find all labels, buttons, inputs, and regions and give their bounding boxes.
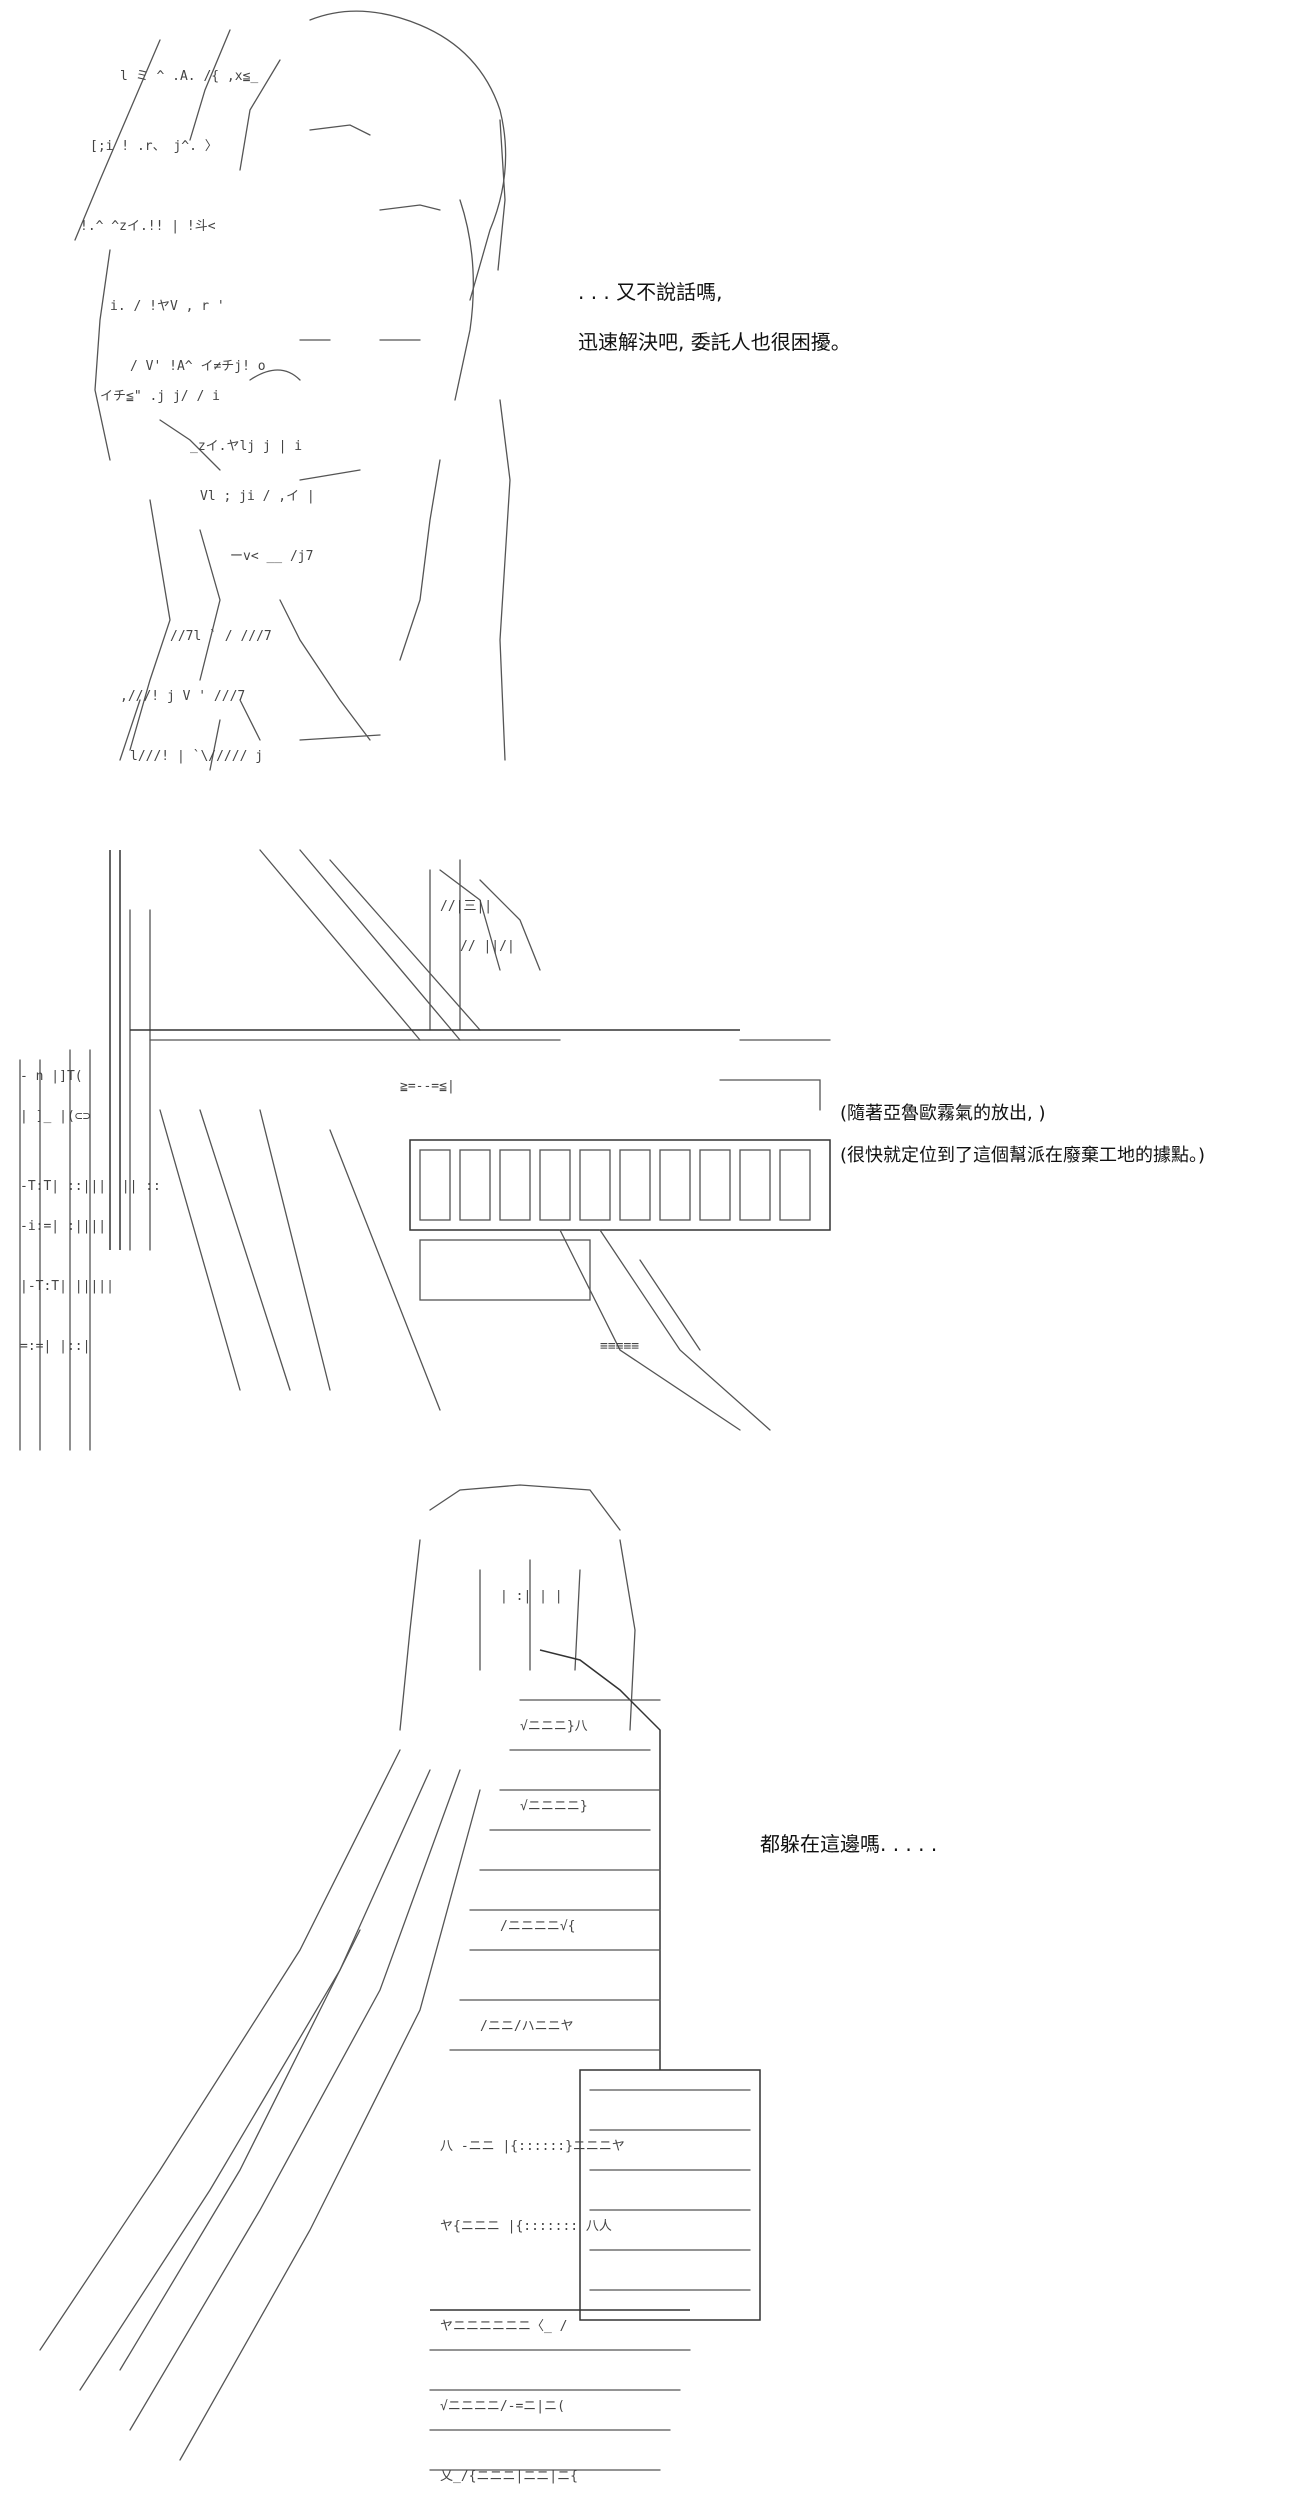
svg-text:!.^ ^zイ.!! | !斗<: !.^ ^zイ.!! | !斗<	[80, 219, 216, 234]
panel-1: l ミ ^ .A. /{ ,x≦_ [;i ! .r、 j^. 〉 !.^ ^z…	[0, 0, 1300, 790]
svg-text:i. / !ヤV , r ': i. / !ヤV , r '	[110, 299, 225, 314]
svg-text:ヤニニニニニニ〈_ /: ヤニニニニニニ〈_ /	[440, 2319, 567, 2334]
svg-text:,///! j V ' ///7: ,///! j V ' ///7	[120, 689, 245, 704]
svg-text:ヤ{ニニニ |{::::::: 八人: ヤ{ニニニ |{::::::: 八人	[440, 2219, 612, 2234]
svg-text:[;i ! .r、 j^. 〉: [;i ! .r、 j^. 〉	[90, 139, 218, 154]
svg-text:八 -ニニ |{::::::}ニニニヤ: 八 -ニニ |{::::::}ニニニヤ	[440, 2139, 625, 2154]
svg-text:-T:T| ::|||| || ::: -T:T| ::|||| || ::	[20, 1179, 161, 1194]
svg-text:- n |]T(: - n |]T(	[20, 1069, 83, 1084]
svg-text:l///! | `\///// j: l///! | `\///// j	[130, 749, 263, 764]
svg-text://|三||: //|三||	[440, 899, 492, 914]
svg-text:√ニニニ}八: √ニニニ}八	[520, 1719, 588, 1734]
svg-text:乂_/{ニニニ|ニニ|ニ{: 乂_/{ニニニ|ニニ|ニ{	[440, 2469, 578, 2484]
dialogue-line: 都躲在這邊嗎. . . . .	[760, 1832, 938, 1856]
svg-text:/ニニ/ハニニヤ: /ニニ/ハニニヤ	[480, 2019, 574, 2034]
svg-text:| ]_ |(⊂⊃: | ]_ |(⊂⊃	[20, 1109, 91, 1124]
svg-text:イチ≦" .j j/ / i: イチ≦" .j j/ / i	[100, 389, 220, 404]
ascii-art-construction-site: //|三|| // ||/| - n |]T( | ]_ |(⊂⊃ -T:T| …	[0, 790, 1300, 1470]
svg-text:_zイ.ヤlj j | i: _zイ.ヤlj j | i	[190, 439, 302, 454]
svg-text:≧=--=≦|: ≧=--=≦|	[400, 1079, 455, 1094]
svg-text://7l ` / ///7: //7l ` / ///7	[170, 629, 272, 644]
narration-line: (隨著亞魯歐霧氣的放出, )	[840, 1103, 1046, 1124]
svg-text:=:=| |::|: =:=| |::|	[20, 1339, 90, 1354]
narration-line: (很快就定位到了這個幫派在廢棄工地的據點。)	[840, 1145, 1206, 1166]
panel-3: | :| | | √ニニニ}八 √ニニニニ} /ニニニニ√{ /ニニ/ハニニヤ …	[0, 1470, 1300, 2500]
dialogue-line: 迅速解決吧, 委託人也很困擾。	[578, 330, 851, 354]
svg-text:√ニニニニ}: √ニニニニ}	[520, 1799, 588, 1814]
panel-2: //|三|| // ||/| - n |]T( | ]_ |(⊂⊃ -T:T| …	[0, 790, 1300, 1470]
svg-text:Vl ; ji / ,イ |: Vl ; ji / ,イ |	[200, 489, 315, 504]
svg-text:/ V' !A^ イ≠チj! o: / V' !A^ イ≠チj! o	[130, 359, 266, 374]
svg-text:l ミ ^ .A. /{ ,x≦_: l ミ ^ .A. /{ ,x≦_	[120, 69, 258, 84]
svg-text:// ||/|: // ||/|	[460, 939, 515, 954]
svg-text:/ニニニニ√{: /ニニニニ√{	[500, 1919, 575, 1934]
dialogue-line: . . . 又不說話嗎,	[578, 280, 723, 304]
ascii-art-character-2: | :| | | √ニニニ}八 √ニニニニ} /ニニニニ√{ /ニニ/ハニニヤ …	[0, 1470, 1300, 2500]
svg-text:≡≡≡≡≡: ≡≡≡≡≡	[600, 1339, 639, 1354]
svg-text:ーv< __ /j7: ーv< __ /j7	[230, 549, 313, 564]
svg-text:√ニニニニ/-=ニ|ニ(: √ニニニニ/-=ニ|ニ(	[440, 2399, 565, 2414]
svg-text:| :| | |: | :| | |	[500, 1589, 563, 1604]
svg-text:-i:=| :||||: -i:=| :||||	[20, 1219, 106, 1234]
svg-text:|-T:T| |||||: |-T:T| |||||	[20, 1279, 114, 1294]
ascii-art-character-1: l ミ ^ .A. /{ ,x≦_ [;i ! .r、 j^. 〉 !.^ ^z…	[0, 0, 1300, 790]
